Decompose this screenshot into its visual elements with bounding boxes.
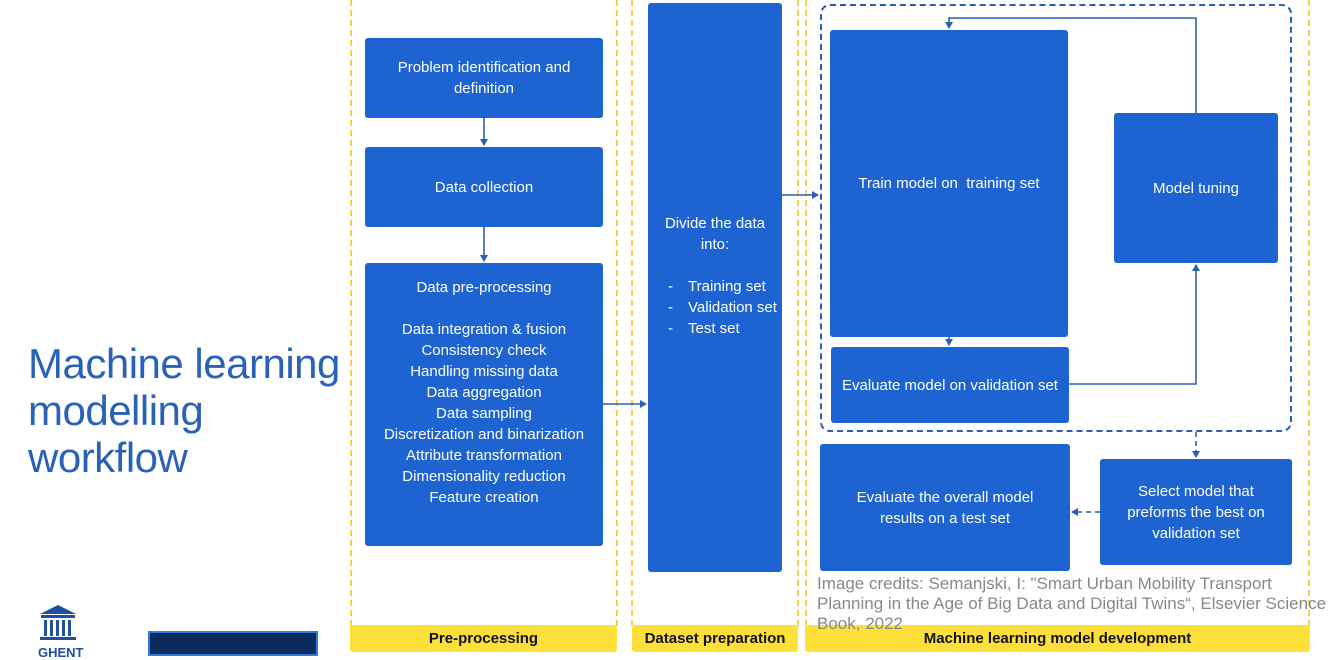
evaluate-validation-label: Evaluate model on validation set	[842, 376, 1058, 394]
preprocessing-label: Pre-processing	[350, 625, 617, 652]
preprocessing-column	[350, 0, 618, 626]
preproc-item: Feature creation	[429, 489, 539, 506]
split-list: -Training set -Validation set -Test set	[668, 276, 777, 339]
train-model-label: Train model on training set	[858, 175, 1040, 192]
arrow-tuning-to-train	[945, 17, 1197, 113]
data-collection-box: Data collection	[365, 147, 603, 227]
preproc-item: Attribute transformation	[406, 447, 562, 464]
preprocessing-title: Data pre-processing	[416, 279, 552, 296]
ml-development-label: Machine learning model development	[805, 625, 1310, 652]
evaluate-test-line-1: Evaluate the overall model	[856, 488, 1034, 506]
preproc-item: Consistency check	[421, 342, 547, 359]
data-preprocessing-box: Data pre-processing Data integration & f…	[365, 263, 603, 546]
split-item: -Validation set	[668, 299, 777, 316]
evaluate-test-box: Evaluate the overall model results on a …	[820, 444, 1070, 571]
divide-data-box: Divide the data into: -Training set -Val…	[648, 3, 782, 572]
training-loop-frame	[820, 4, 1292, 432]
title-line-1: Machine learning	[28, 340, 340, 387]
ml-development-column	[805, 0, 1310, 626]
select-line-2: preforms the best on	[1127, 503, 1265, 521]
page-title: Machine learning modelling workflow	[28, 340, 348, 481]
select-model-box: Select model that preforms the best on v…	[1100, 459, 1292, 565]
preproc-item: Handling missing data	[410, 363, 558, 380]
title-line-2: modelling	[28, 387, 204, 434]
title-line-3: workflow	[28, 434, 188, 481]
select-line-1: Select model that	[1138, 482, 1254, 500]
university-building-icon	[40, 605, 76, 640]
partner-logo-bar	[148, 631, 318, 656]
logo-text: GHENT	[38, 645, 84, 660]
divide-title-line-1: Divide the data	[664, 215, 766, 232]
problem-line-1: Problem identification and	[397, 59, 571, 76]
dataset-preparation-column	[631, 0, 799, 626]
preproc-item: Data aggregation	[426, 384, 542, 401]
evaluate-test-line-2: results on a test set	[879, 509, 1011, 527]
problem-identification-box: Problem identification and definition	[365, 38, 603, 118]
evaluate-validation-box: Evaluate model on validation set	[831, 347, 1069, 423]
preproc-item: Dimensionality reduction	[402, 468, 566, 485]
divide-title-line-2: into:	[700, 236, 730, 253]
image-credits: Image credits: Semanjski, I: "Smart Urba…	[817, 574, 1327, 633]
data-collection-label: Data collection	[434, 178, 534, 196]
model-tuning-label: Model tuning	[1153, 179, 1239, 197]
dataset-preparation-label: Dataset preparation	[632, 625, 798, 652]
train-model-box: Train model on training set	[830, 30, 1068, 337]
problem-line-2: definition	[453, 80, 515, 97]
arrow-evaluate-to-tuning	[1069, 264, 1200, 385]
preproc-item: Data integration & fusion	[401, 321, 567, 338]
split-item: -Training set	[668, 278, 766, 295]
split-item: -Test set	[668, 320, 740, 337]
model-tuning-box: Model tuning	[1114, 113, 1278, 263]
preproc-item: Data sampling	[436, 405, 532, 422]
select-line-3: validation set	[1152, 524, 1240, 542]
preproc-item: Discretization and binarization	[383, 426, 585, 443]
